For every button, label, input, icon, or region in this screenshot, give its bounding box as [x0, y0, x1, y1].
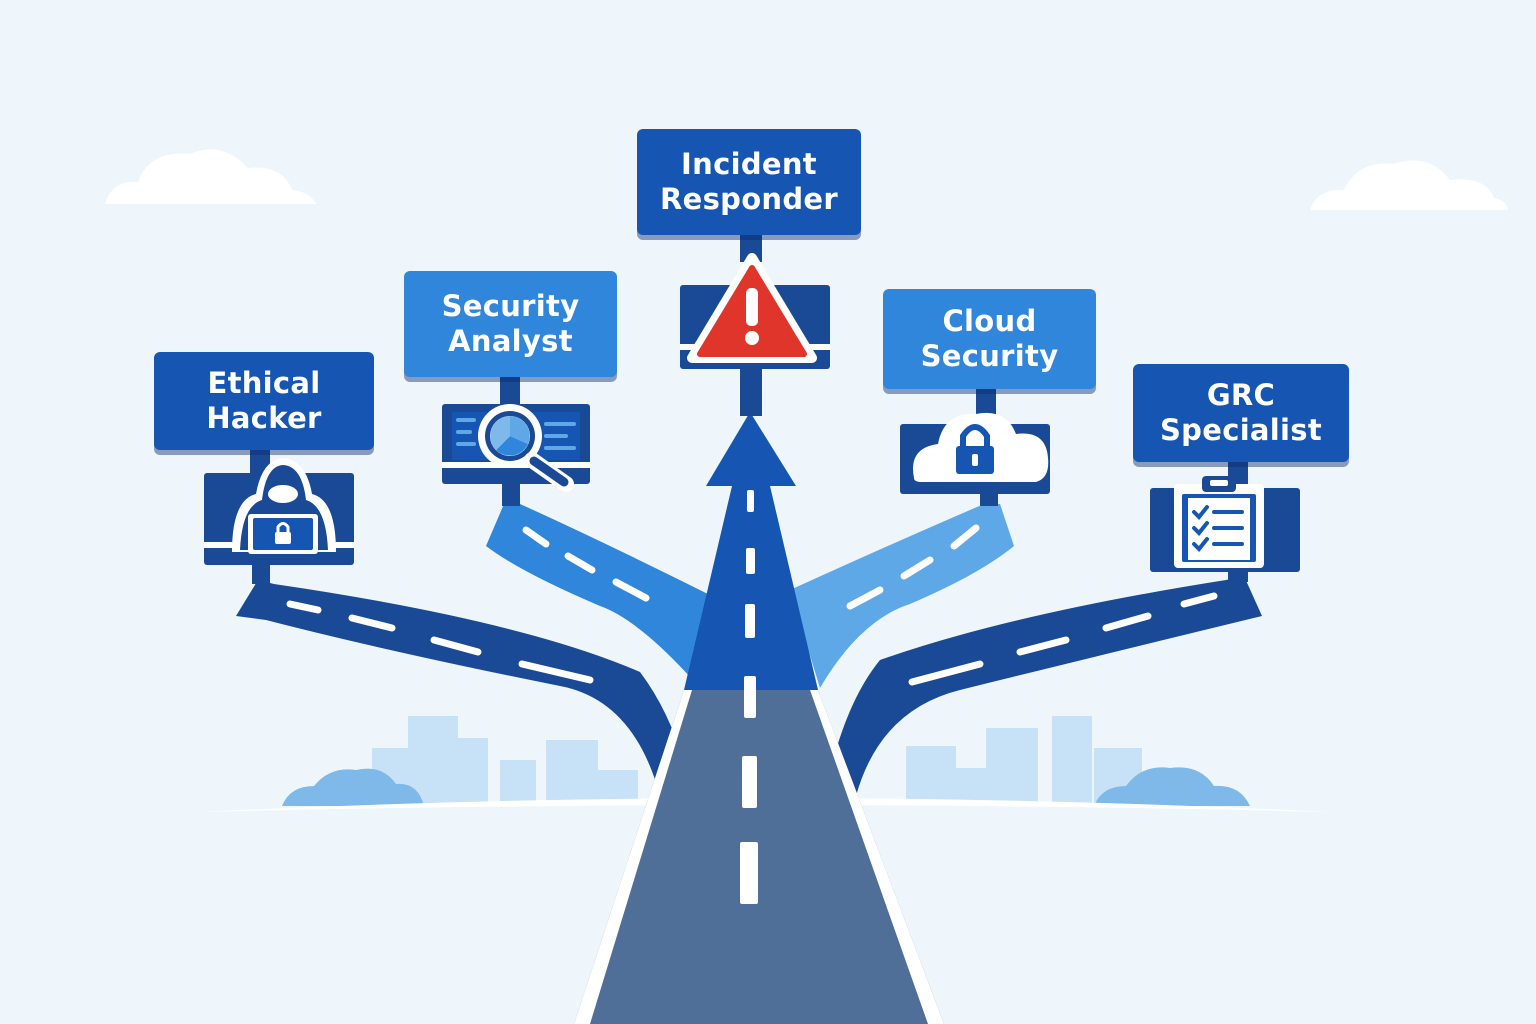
warning-triangle-icon — [680, 253, 830, 369]
sign-posts — [250, 234, 1248, 584]
sign-label-line: Security — [920, 339, 1059, 373]
cloud-icon — [1310, 160, 1508, 210]
sign-label-line: Ethical — [207, 365, 321, 400]
sign-incident-responder: Incident Responder — [637, 129, 861, 235]
sign-label-line: Specialist — [1159, 413, 1323, 447]
sign-label-line: Analyst — [448, 324, 573, 358]
sign-ethical-hacker: Ethical Hacker — [154, 352, 374, 450]
sign-label-line: GRC — [1206, 377, 1276, 412]
sign-cloud-security: Cloud Security — [883, 289, 1096, 389]
cloud-icon — [105, 149, 316, 204]
lane-markings — [740, 490, 758, 904]
road-security-analyst — [486, 504, 720, 688]
road-grc-specialist — [826, 576, 1262, 796]
magnifier-chart-icon — [442, 404, 590, 492]
hooded-hacker-laptop-icon — [204, 458, 354, 565]
sign-grc-specialist: GRC Specialist — [1133, 364, 1349, 462]
sign-label-line: Hacker — [206, 401, 322, 435]
city-skyline — [200, 716, 1330, 812]
cloud-lock-icon — [900, 412, 1050, 494]
road-ethical-hacker — [236, 580, 690, 796]
sign-label-line: Cloud — [942, 303, 1037, 338]
road-cloud-security — [790, 504, 1014, 688]
clipboard-checklist-icon — [1150, 476, 1300, 572]
sign-label-line: Incident — [681, 146, 817, 181]
sign-label-line: Security — [441, 288, 580, 323]
main-road — [574, 690, 944, 1024]
sign-security-analyst: Security Analyst — [404, 271, 617, 377]
sign-label-line: Responder — [659, 182, 839, 216]
